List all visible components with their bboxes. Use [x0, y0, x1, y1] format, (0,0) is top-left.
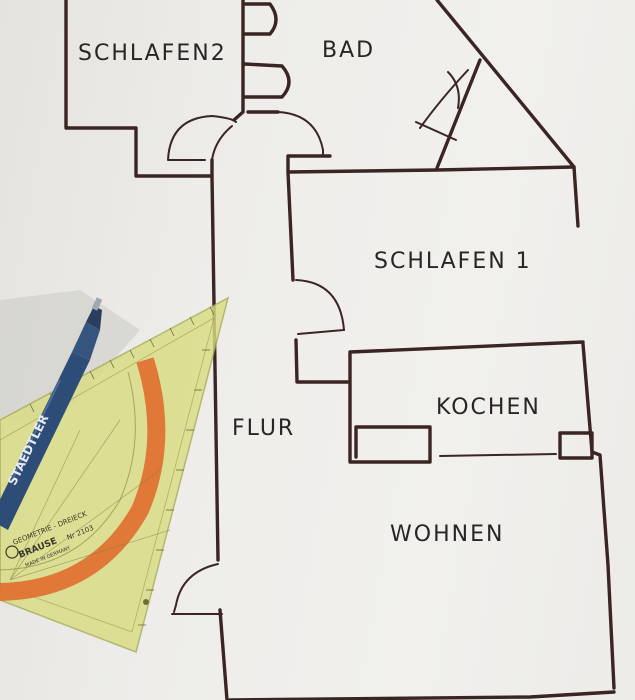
door-schlafen2	[167, 114, 237, 161]
door-bad	[277, 111, 324, 157]
ruler-hole	[143, 599, 149, 605]
bad-fixture-1	[243, 2, 278, 36]
door-flur-top	[211, 125, 233, 161]
label-schlafen1: SCHLAFEN 1	[374, 249, 532, 274]
wall-schlafen2	[64, 0, 214, 178]
ruler-logo	[5, 545, 19, 559]
walls	[64, 0, 616, 700]
door-bad-diagonal	[415, 69, 469, 141]
door-schlafen1	[295, 279, 346, 335]
wall-outer-right	[572, 165, 616, 690]
set-square-ruler: GEOMETRIE - DREIECK BRAUSE Nr 2103 MADE …	[0, 296, 230, 653]
doors	[167, 69, 469, 615]
wall-bottom	[228, 690, 616, 700]
label-bad: BAD	[322, 38, 375, 63]
door-flur-bottom	[171, 563, 223, 615]
wall-bad	[246, 0, 576, 174]
wall-flur-left	[210, 174, 229, 700]
room-labels: SCHLAFEN2 BAD SCHLAFEN 1 KOCHEN FLUR WOH…	[78, 38, 541, 547]
pen-shadow	[0, 290, 140, 420]
kitchen-box	[558, 431, 594, 460]
protractor-arc	[0, 357, 166, 601]
bad-fixture-2	[243, 62, 291, 99]
wall-bad-door	[435, 58, 482, 170]
ruler-ticks	[29, 306, 215, 626]
label-wohnen: WOHNEN	[390, 522, 504, 547]
label-flur: FLUR	[232, 416, 295, 441]
label-schlafen2: SCHLAFEN2	[78, 41, 227, 66]
label-kochen: KOCHEN	[436, 395, 541, 420]
wall-schlafen1-left	[286, 170, 350, 384]
wall-schlafen2-right	[232, 0, 245, 122]
kitchen-counter	[439, 453, 557, 457]
wall-kochen	[348, 340, 585, 464]
